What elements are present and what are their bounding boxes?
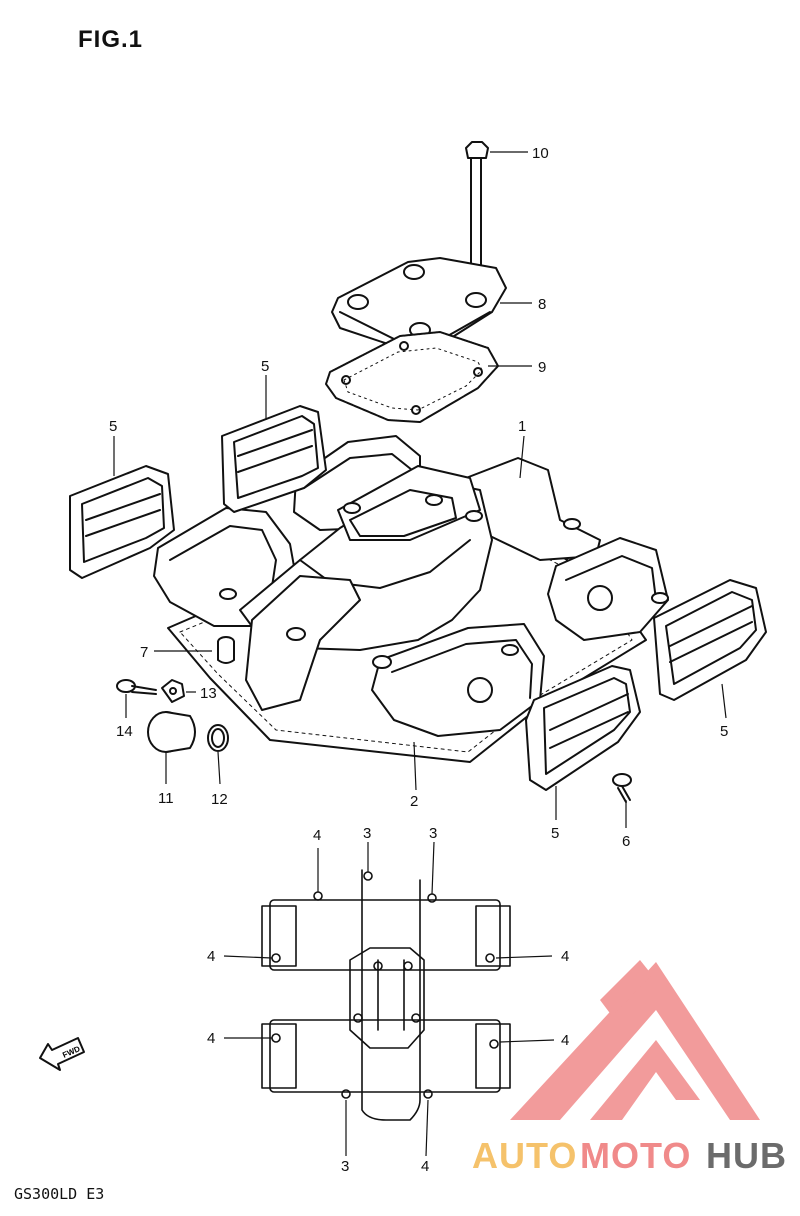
callout-4-bottom: 4 bbox=[421, 1158, 429, 1175]
side-cap-5-rear bbox=[221, 405, 327, 513]
figure-title: FIG.1 bbox=[78, 26, 144, 53]
side-cap-5-left bbox=[69, 465, 175, 579]
tightening-sequence-inset bbox=[261, 869, 511, 1121]
watermark-word-auto: AUTO bbox=[472, 1135, 577, 1176]
screw-14 bbox=[116, 679, 157, 695]
callout-12: 12 bbox=[211, 791, 228, 808]
callout-14: 14 bbox=[116, 723, 133, 740]
callout-5-rear: 5 bbox=[261, 358, 269, 375]
callout-4-low-right: 4 bbox=[561, 1032, 569, 1049]
watermark-word-hub: HUB bbox=[706, 1135, 787, 1176]
forward-direction-arrow bbox=[39, 1037, 85, 1071]
dowel-pin-7 bbox=[217, 636, 235, 664]
callout-4-mid-right: 4 bbox=[561, 948, 569, 965]
callout-13: 13 bbox=[200, 685, 217, 702]
breather-cover-8 bbox=[331, 257, 507, 351]
callout-5-left: 5 bbox=[109, 418, 117, 435]
callout-4-low-left: 4 bbox=[207, 1030, 215, 1047]
leader-lines bbox=[113, 151, 727, 1157]
callout-5-front: 5 bbox=[551, 825, 559, 842]
bolt-6 bbox=[612, 773, 632, 803]
callout-5-right: 5 bbox=[720, 723, 728, 740]
model-code-label: GS300LD E3 bbox=[14, 1185, 105, 1203]
callout-2: 2 bbox=[410, 793, 418, 810]
callout-11: 11 bbox=[158, 790, 174, 807]
watermark-word-moto: MOTO bbox=[580, 1135, 691, 1176]
callout-3-top-center: 3 bbox=[363, 825, 371, 842]
callout-3-bottom: 3 bbox=[341, 1158, 349, 1175]
side-cap-5-front bbox=[525, 665, 641, 791]
callout-4-mid-left: 4 bbox=[207, 948, 215, 965]
callout-7: 7 bbox=[140, 644, 148, 661]
callout-4-top-left: 4 bbox=[313, 827, 321, 844]
callout-3-top-right: 3 bbox=[429, 825, 437, 842]
o-ring-12 bbox=[207, 724, 229, 752]
gasket-9 bbox=[325, 331, 499, 423]
automotohub-watermark-logo bbox=[510, 960, 760, 1120]
callout-8: 8 bbox=[538, 296, 546, 313]
clamp-13 bbox=[161, 679, 185, 703]
cylinder-head-cover-1 bbox=[153, 435, 669, 737]
callout-1: 1 bbox=[518, 418, 526, 435]
callout-6: 6 bbox=[622, 833, 630, 850]
callout-10: 10 bbox=[532, 145, 549, 162]
side-cap-5-right bbox=[653, 579, 767, 701]
cap-11 bbox=[147, 711, 196, 753]
callout-9: 9 bbox=[538, 359, 546, 376]
